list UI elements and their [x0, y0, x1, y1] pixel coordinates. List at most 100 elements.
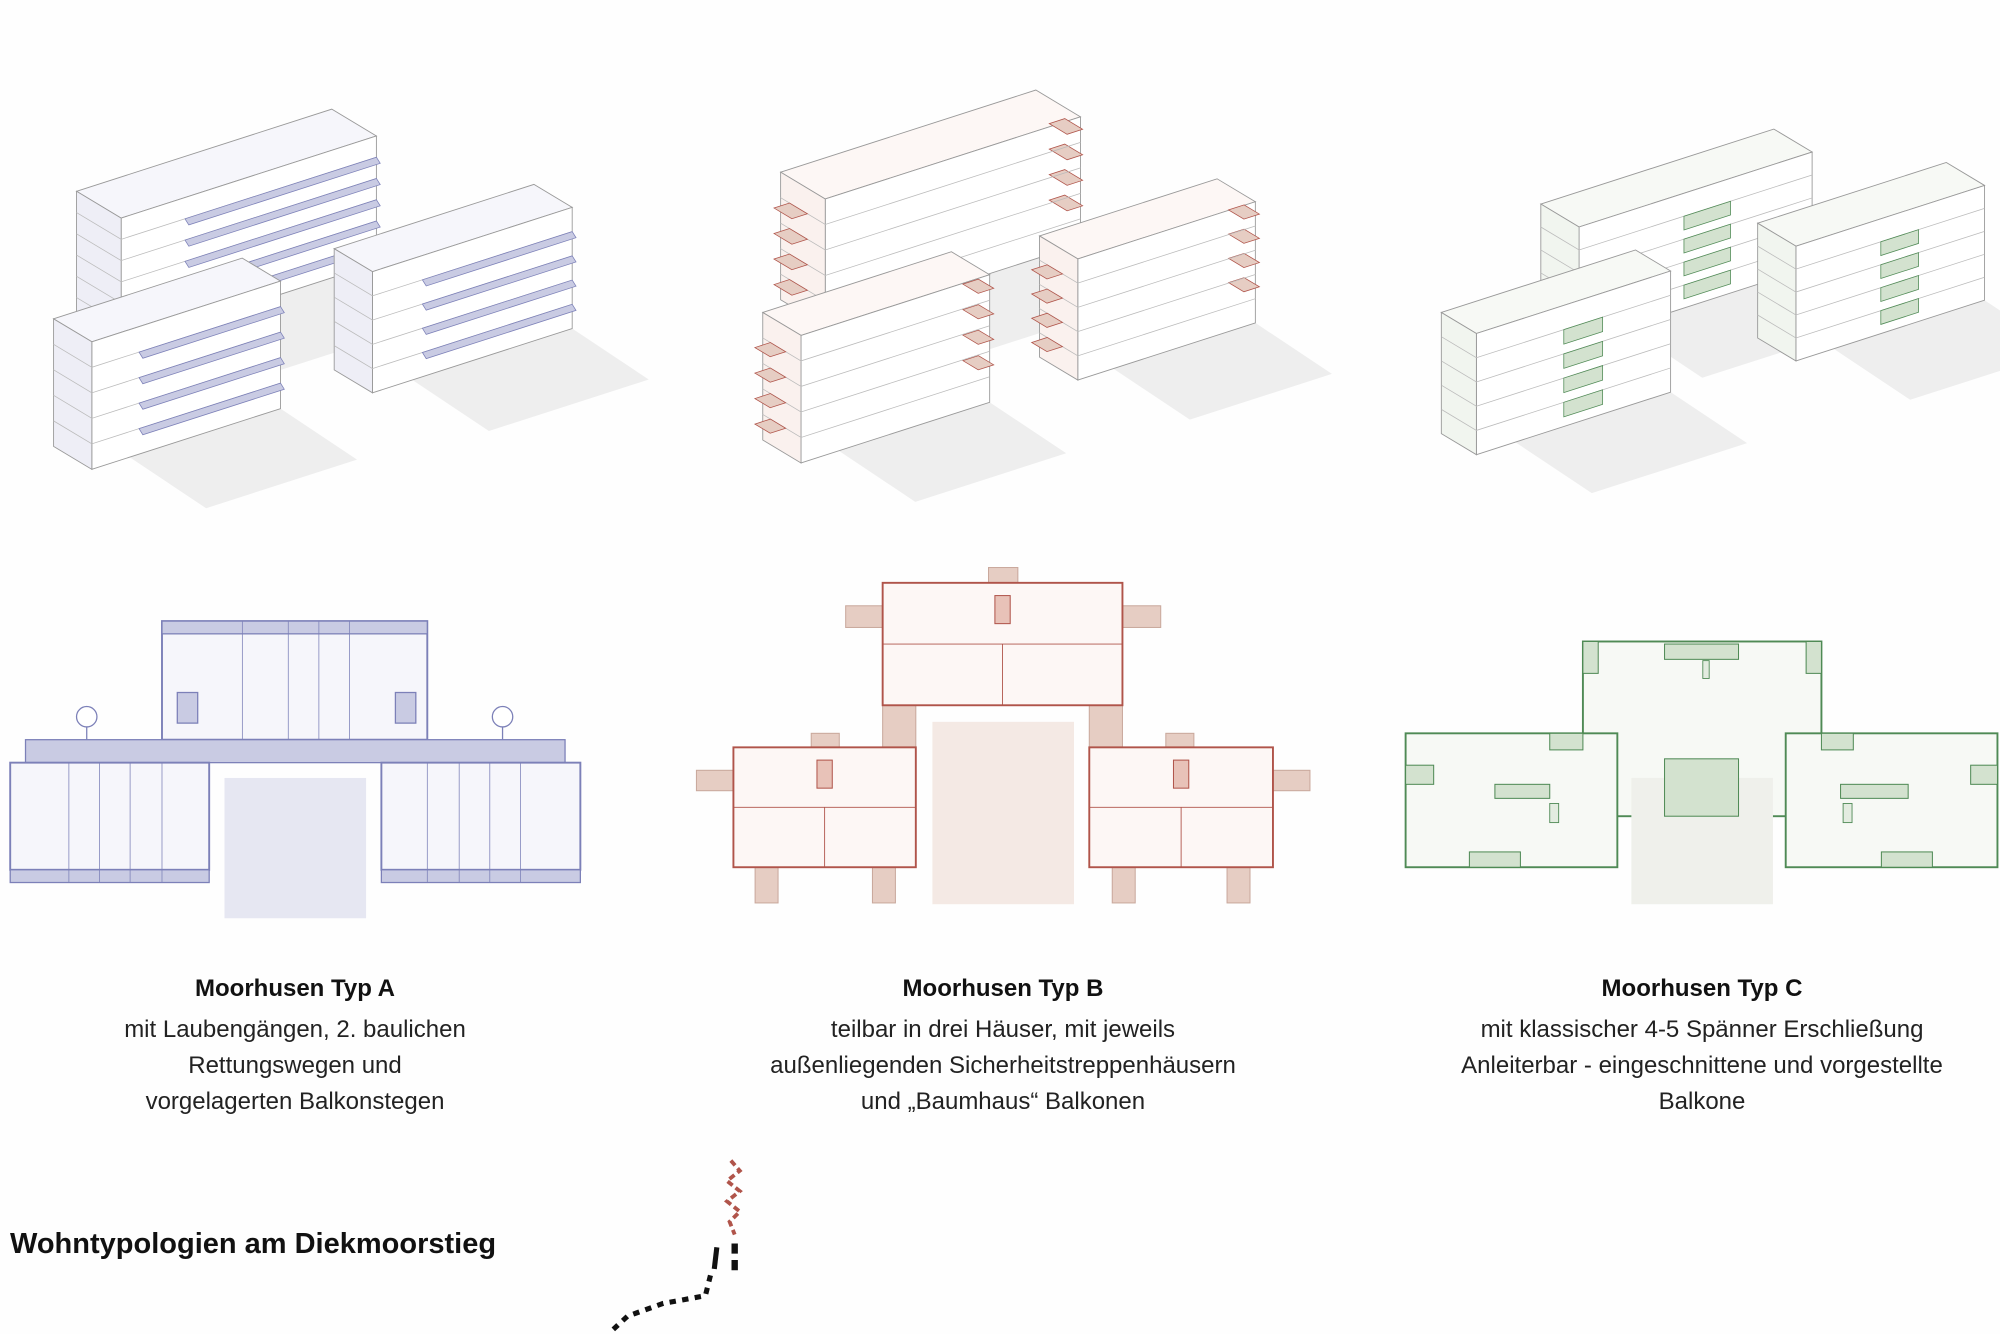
tree-house-balcony [1088, 704, 1123, 748]
recessed-balcony [1880, 297, 1919, 325]
tree-house-balcony [988, 567, 1019, 584]
balcony [1820, 732, 1854, 751]
tree-house-balcony [1030, 264, 1064, 280]
floor-line [1757, 230, 1985, 293]
typ-c-line: Balkone [1658, 1088, 1746, 1115]
balcony [1840, 783, 1909, 799]
tree-house-balcony [773, 228, 809, 245]
isometric-typ-c [1440, 128, 2000, 494]
balcony-band [161, 620, 428, 635]
recessed-balcony [1683, 269, 1731, 300]
staircase [394, 691, 417, 724]
balcony [1549, 732, 1584, 751]
building-shadow [838, 402, 1067, 502]
typ-c-line: Anleiterbar - eingeschnittene und vorges… [1461, 1052, 1943, 1079]
building-shadow [412, 328, 649, 431]
end-facade [53, 318, 93, 471]
floor-line [1441, 367, 1671, 431]
typ-a-caption: Moorhusen Typ A mit Laubengängen, 2. bau… [0, 972, 615, 1120]
courtyard [932, 721, 1074, 905]
floor-plan-typ-a [9, 620, 582, 919]
building-shadow [1113, 322, 1332, 420]
left-wing [9, 761, 211, 871]
stair-core [1702, 660, 1710, 679]
balcony-walkway [138, 331, 285, 385]
tree-house-balcony [773, 202, 809, 220]
balcony [1494, 783, 1551, 799]
tree-house-balcony [753, 367, 787, 383]
end-facade [333, 247, 373, 394]
site-path-marker [607, 1159, 743, 1334]
floor-line [1441, 343, 1671, 407]
typ-b-line: teilbar in drei Häuser, mit jeweils [830, 1016, 1176, 1043]
floor-line [1757, 276, 1985, 339]
recessed-balcony [1880, 229, 1919, 257]
tree-house-balcony [1227, 277, 1261, 293]
recessed-balcony [1683, 200, 1731, 231]
balcony-walkway [421, 255, 577, 311]
tree-house-balcony [1272, 769, 1311, 792]
tree-house-balcony [1227, 228, 1261, 244]
building-shadow [129, 408, 358, 509]
balcony [1582, 640, 1599, 674]
right-wing [1784, 732, 1999, 869]
recessed-balcony [1683, 223, 1731, 254]
upper-wing [161, 620, 429, 741]
tree-house-balcony [871, 866, 896, 904]
typ-a-title: Moorhusen Typ A [195, 975, 395, 1002]
typ-a-line: mit Laubengängen, 2. baulichen [124, 1016, 466, 1043]
recessed-balcony [1563, 389, 1604, 418]
tree-house-balcony [1048, 118, 1084, 135]
balcony [1970, 764, 1998, 785]
page-title: Wohntypologien am Diekmoorstieg [10, 1228, 497, 1260]
balcony [1664, 758, 1740, 817]
spiral-stair [491, 705, 514, 728]
balcony-walkway [138, 382, 285, 436]
tree-house-balcony [753, 393, 787, 409]
balcony-walkway [421, 231, 577, 287]
end-facade [762, 311, 802, 464]
balcony-walkway [421, 303, 577, 360]
safety-staircase [994, 595, 1011, 625]
balcony-walkway [184, 156, 381, 226]
recessed-balcony [1563, 316, 1604, 345]
safety-staircase [816, 759, 833, 789]
recessed-balcony [1880, 252, 1919, 280]
tree-house-balcony [773, 253, 809, 271]
tree-house-balcony [1030, 288, 1064, 304]
access-gallery [24, 739, 566, 764]
typ-b-line: außenliegenden Sicherheitstreppenhäusern [770, 1052, 1236, 1079]
tree-house-balcony [1048, 169, 1084, 186]
tree-house-balcony [1048, 194, 1084, 212]
building-shadow [1515, 392, 1748, 494]
typ-c-caption: Moorhusen Typ C mit klassischer 4-5 Spän… [1382, 972, 2000, 1120]
tree-house-balcony [1165, 732, 1195, 748]
typ-b-caption: Moorhusen Typ B teilbar in drei Häuser, … [683, 972, 1323, 1120]
recessed-balcony [1880, 275, 1919, 302]
balcony-band [380, 869, 581, 884]
tree-house-balcony [961, 355, 995, 371]
balcony-walkway [184, 178, 381, 247]
isometric-typ-b [753, 89, 1332, 502]
building-shadow [1833, 300, 2000, 400]
tree-house-balcony [1227, 204, 1261, 220]
typ-c-title: Moorhusen Typ C [1601, 975, 1803, 1002]
balcony [1405, 764, 1435, 785]
tree-house-balcony [1111, 866, 1136, 904]
tree-house-balcony [753, 342, 787, 358]
tree-house-balcony [961, 304, 995, 320]
typ-b-title: Moorhusen Typ B [902, 975, 1104, 1002]
floor-line [1540, 174, 1813, 251]
tree-house-balcony [961, 278, 995, 294]
tree-house-balcony [845, 605, 884, 628]
typ-a-line: Rettungswegen und [188, 1052, 402, 1079]
floor-line [1757, 253, 1985, 316]
typ-b-line: und „Baumhaus“ Balkonen [860, 1088, 1146, 1115]
recessed-balcony [1563, 365, 1604, 394]
right-wing [380, 761, 582, 871]
isometric-typ-a [52, 108, 649, 509]
end-facade [1757, 222, 1797, 362]
safety-staircase [1172, 759, 1190, 789]
left-wing [1404, 732, 1619, 869]
